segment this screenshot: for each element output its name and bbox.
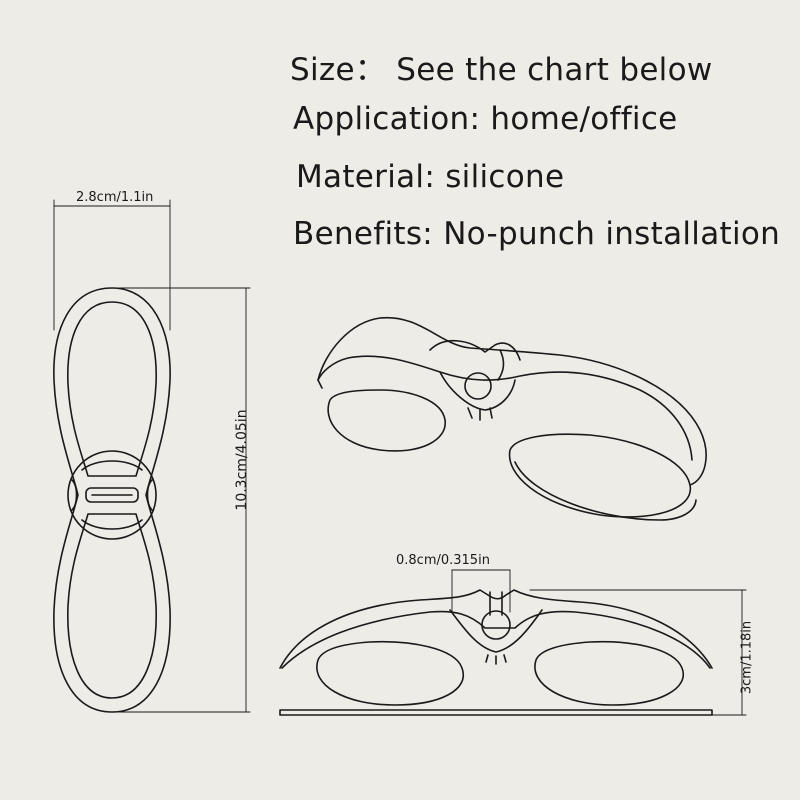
gap-dimension-lines — [451, 569, 511, 613]
top-view-clip — [53, 287, 171, 713]
spec-application: Application: home/office — [293, 101, 678, 137]
side-view-clip — [279, 589, 713, 716]
spec-benefits: Benefits: No-punch installation — [293, 216, 781, 252]
width-dimension-lines — [53, 199, 171, 331]
length-label: 10.3cm/4.05in — [234, 409, 250, 511]
spec-size: Size： See the chart below — [290, 52, 713, 88]
perspective-view-clip — [317, 316, 707, 521]
width-label: 2.8cm/1.1in — [76, 190, 154, 205]
gap-label: 0.8cm/0.315in — [396, 553, 490, 568]
height-dimension-lines — [529, 589, 747, 716]
height-label: 3cm/1.18in — [739, 620, 755, 695]
spec-material: Material: silicone — [296, 159, 565, 195]
length-dimension-lines — [111, 287, 251, 713]
